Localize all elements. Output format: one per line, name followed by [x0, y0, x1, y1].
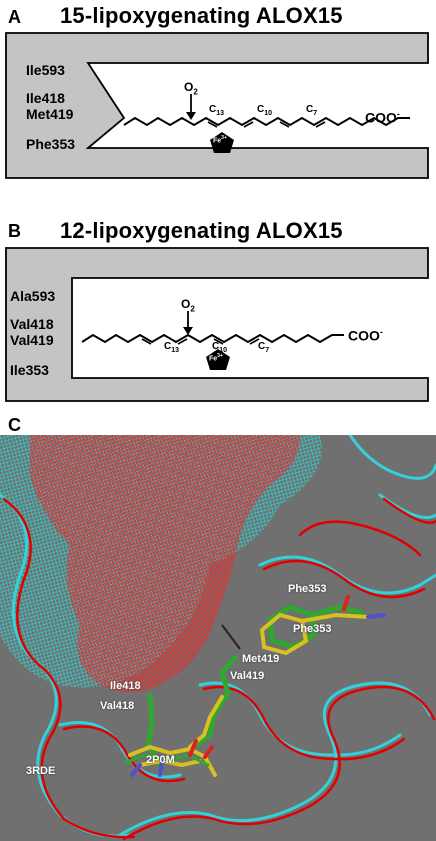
panel-b-diagram — [5, 247, 429, 402]
panel-a-iron-label: Fe3+ — [213, 135, 227, 145]
panel-a-double-bond — [279, 121, 290, 128]
panel-b-double-bond — [141, 338, 152, 345]
panel-b-double-bond — [249, 338, 260, 345]
panel-b-title: 12-lipoxygenating ALOX15 — [60, 218, 343, 243]
panel-b-fatty-acid-chain — [81, 333, 344, 344]
panel-b-carboxylate: COO- — [348, 327, 383, 344]
nitrogen-stick-1 — [130, 763, 142, 777]
panel-b-arrow-head — [183, 327, 193, 335]
panel-a-iron-pentagon — [210, 132, 234, 153]
panel-b-double-bond — [213, 338, 224, 345]
panel-a-carbon-2: C10 — [257, 104, 273, 117]
panel-b-iron-pentagon — [206, 349, 230, 370]
panel-c-letter: C — [8, 415, 21, 435]
panel-b-carbon-2: C10 — [212, 341, 228, 354]
met419-green-sticks — [193, 654, 238, 748]
panel-a-carbon-1: C13 — [209, 104, 225, 117]
panel-a-carbon-3: C7 — [306, 104, 318, 117]
panel-a-fatty-acid-chain — [123, 116, 410, 127]
panel-a-residue-1: Ile593 — [26, 62, 65, 78]
panel-b-residue-2: Val418 — [10, 316, 54, 332]
panel-b-double-bond — [177, 338, 188, 345]
phe353-oxygen-stick — [342, 595, 350, 611]
phe353-nitrogen-stick — [366, 613, 386, 619]
label-val418: Val418 — [100, 700, 135, 712]
substrate-stick — [221, 624, 241, 650]
panel-b-enzyme-pocket — [5, 247, 429, 402]
label-3rde: 3RDE — [26, 765, 56, 777]
panel-a-residue-3: Met419 — [26, 106, 74, 122]
label-2p0m: 2P0M — [146, 754, 175, 766]
panel-a-double-bond — [315, 121, 326, 128]
red-backbone-ribbon — [2, 497, 436, 841]
panel-b-carbon-1: C13 — [164, 341, 180, 354]
panel-b-residue-4: Ile353 — [10, 362, 49, 378]
label-phe353-lower: Phe353 — [293, 623, 332, 635]
panel-a-oxygen-label: O2 — [184, 80, 198, 97]
panel-a-diagram — [5, 32, 429, 179]
label-met419: Met419 — [242, 653, 280, 665]
panel-c-structure-render — [0, 435, 436, 841]
panel-a-title: 15-lipoxygenating ALOX15 — [60, 3, 343, 28]
panel-b-oxygen-label: O2 — [181, 297, 195, 314]
panel-a-carboxylate: COO- — [365, 109, 400, 126]
label-ile418: Ile418 — [110, 680, 141, 692]
label-val419: Val419 — [230, 670, 265, 682]
panel-a-double-bond — [207, 121, 218, 128]
panel-a-double-bond — [243, 121, 254, 128]
panel-b-residue-3: Val419 — [10, 332, 54, 348]
panel-a-residue-2: Ile418 — [26, 90, 65, 106]
label-phe353-upper: Phe353 — [288, 583, 327, 595]
panel-a-arrow-head — [186, 112, 196, 120]
nitrogen-stick-2 — [158, 759, 164, 777]
backbone-stick-bundle — [128, 745, 217, 777]
phe353-yellow-sticks — [259, 612, 370, 656]
panel-b-residue-1: Ala593 — [10, 288, 56, 304]
panel-a-letter: A — [8, 7, 21, 27]
red-surface-mesh — [30, 435, 300, 693]
backbone-stick-bundle-green — [123, 753, 210, 767]
panel-b-iron-label: Fe3+ — [209, 353, 223, 363]
panel-b-letter: B — [8, 221, 21, 241]
ile418-green-sticks — [145, 692, 163, 768]
oxygen-stick-1 — [188, 739, 198, 757]
panel-b-carbon-3: C7 — [258, 341, 270, 354]
oxygen-stick-2 — [203, 745, 214, 759]
panel-a-residue-4: Phe353 — [26, 136, 76, 152]
